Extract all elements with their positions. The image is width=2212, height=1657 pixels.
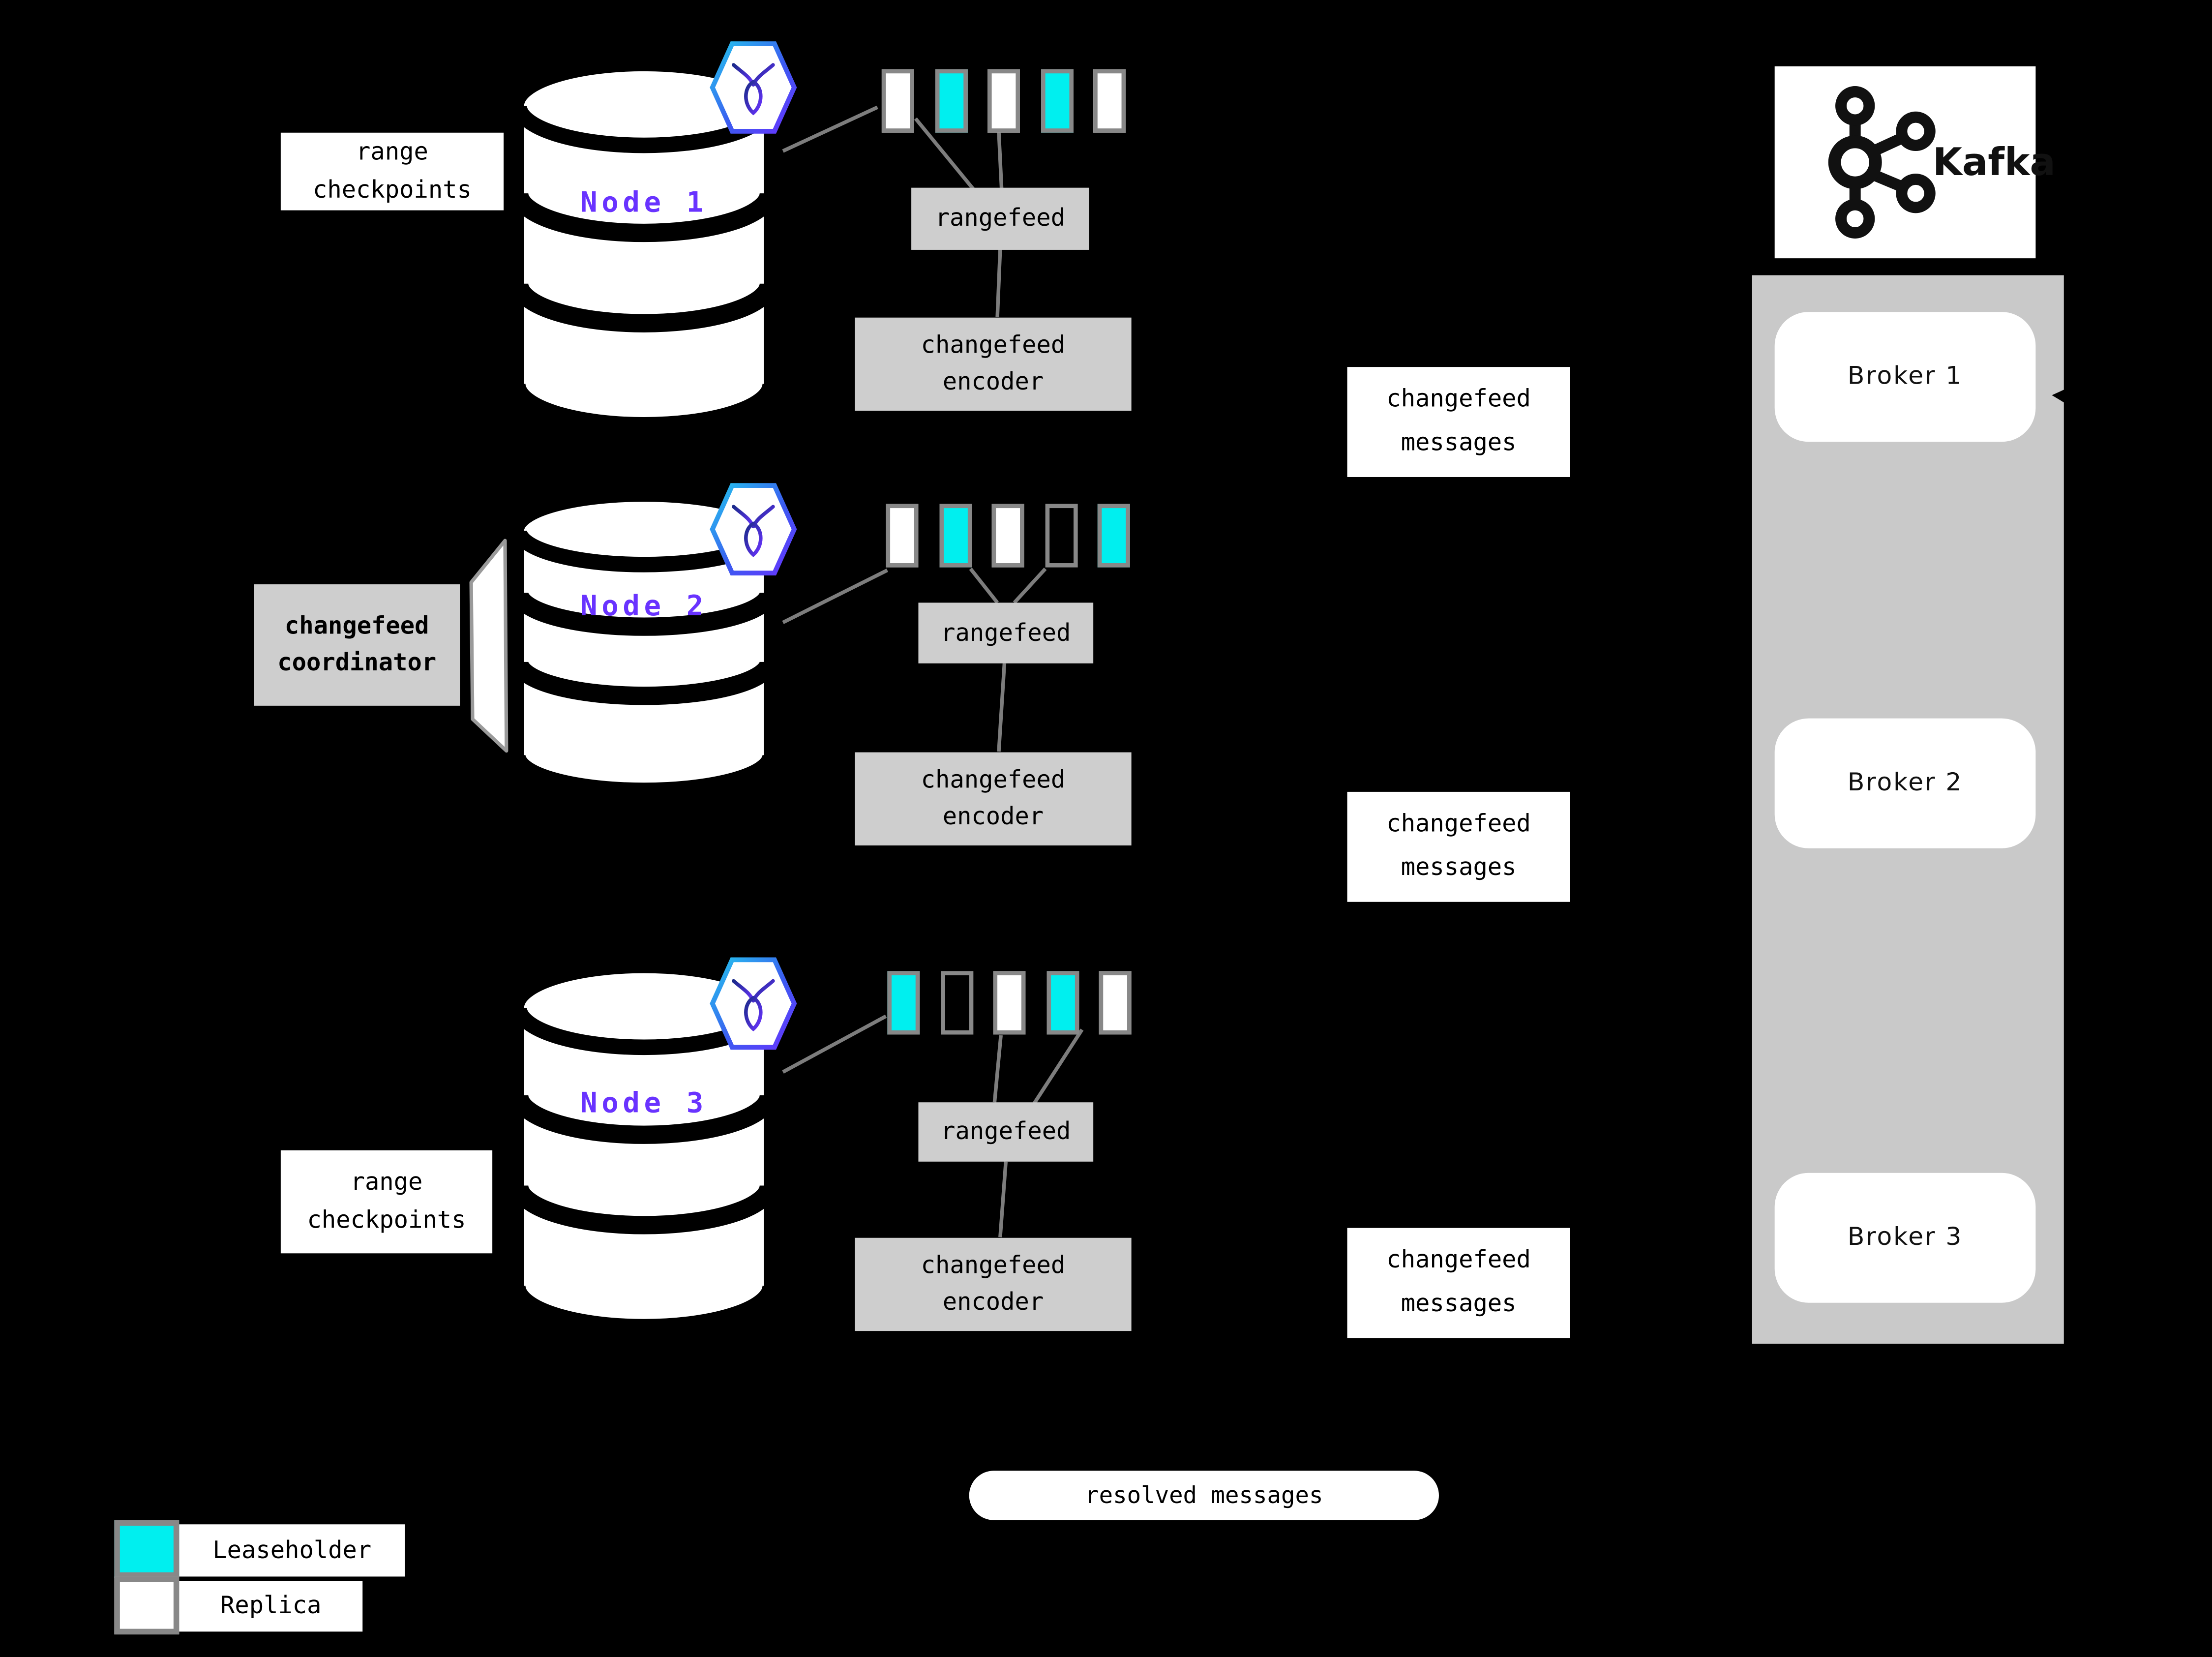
node2-changefeed-encoder-box: changefeed encoder <box>855 752 1132 845</box>
cockroachdb-logo-icon <box>710 957 797 1050</box>
range-square-leaseholder <box>1041 69 1074 133</box>
node1-ranges <box>881 69 1127 133</box>
range-square-replica <box>993 971 1026 1035</box>
node3-rangefeed-box: rangefeed <box>918 1102 1094 1162</box>
changefeed-messages-label-3: changefeed messages <box>1347 1228 1570 1338</box>
changefeed-coordinator-box: changefeed coordinator <box>254 584 460 706</box>
coordinator-flap <box>469 539 508 753</box>
node3-ranges <box>887 971 1132 1035</box>
node3-label: Node 3 <box>580 1085 708 1119</box>
node1-range-checkpoints-label: range checkpoints <box>280 132 504 211</box>
kafka-broker-2: Broker 2 <box>1774 718 2036 848</box>
range-square-leaseholder <box>939 504 972 568</box>
changefeed-messages-label-1: changefeed messages <box>1347 367 1570 477</box>
range-square-empty <box>1045 504 1077 568</box>
node2-rangefeed-box: rangefeed <box>918 603 1094 663</box>
node1-rangefeed-box: rangefeed <box>911 187 1089 249</box>
kafka-broker-1: Broker 1 <box>1774 311 2036 441</box>
range-square-leaseholder <box>887 971 920 1035</box>
range-square-replica <box>886 504 919 568</box>
changefeed-messages-label-2: changefeed messages <box>1347 791 1570 902</box>
node1-label: Node 1 <box>580 184 708 219</box>
range-square-replica <box>881 69 914 133</box>
legend-leaseholder-swatch <box>114 1520 179 1578</box>
kafka-broker-3: Broker 3 <box>1774 1173 2036 1303</box>
range-square-replica <box>1094 69 1127 133</box>
range-square-empty <box>940 971 973 1035</box>
node2-database-cylinder-icon <box>513 494 775 791</box>
legend-replica-swatch <box>114 1576 179 1635</box>
resolved-messages-label: resolved messages <box>969 1471 1439 1520</box>
range-square-replica <box>1099 971 1132 1035</box>
kafka-logo-text: Kafka <box>1932 140 2056 184</box>
node3-range-checkpoints-label: range checkpoints <box>280 1150 493 1254</box>
cockroachdb-logo-icon <box>710 41 797 134</box>
range-square-leaseholder <box>934 69 967 133</box>
node2-label: Node 2 <box>580 588 708 623</box>
range-square-leaseholder <box>1046 971 1079 1035</box>
node1-changefeed-encoder-box: changefeed encoder <box>855 317 1132 410</box>
node1-database-cylinder-icon <box>513 63 775 426</box>
kafka-logo-card: Kafka <box>1774 66 2056 259</box>
legend-replica-label: Replica <box>179 1581 363 1632</box>
cockroachdb-logo-icon <box>710 483 797 575</box>
range-square-replica <box>992 504 1025 568</box>
range-square-replica <box>987 69 1020 133</box>
node2-ranges <box>886 504 1131 568</box>
legend-leaseholder-label: Leaseholder <box>179 1524 405 1577</box>
kafka-logo-icon <box>1828 86 1936 239</box>
range-square-leaseholder <box>1098 504 1131 568</box>
node3-database-cylinder-icon <box>513 964 775 1327</box>
node3-changefeed-encoder-box: changefeed encoder <box>855 1237 1132 1330</box>
